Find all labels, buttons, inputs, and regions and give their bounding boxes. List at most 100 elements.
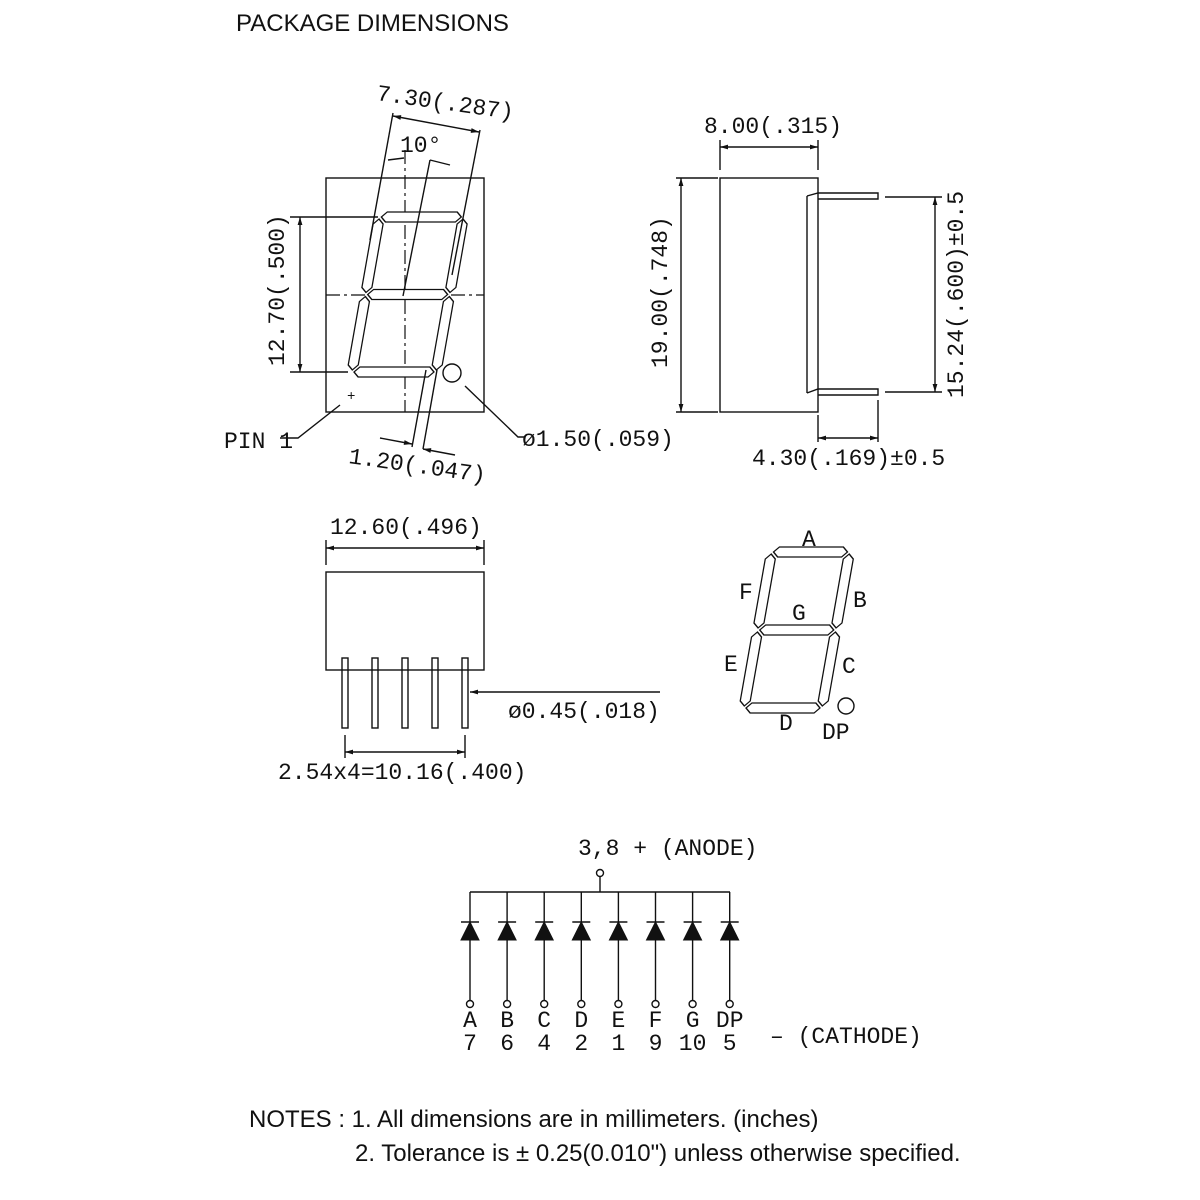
cathode-segment-label: B [500, 1008, 514, 1034]
height-label: 19.00(.748) [648, 216, 674, 368]
segment-a [380, 211, 463, 223]
cathode-label: – (CATHODE) [770, 1024, 922, 1050]
cathode-pin-number: 10 [679, 1031, 707, 1057]
diode-icon [608, 920, 629, 941]
side-body-outline [719, 177, 819, 413]
slant-angle-label: 10° [400, 133, 441, 159]
bottom-pins [341, 657, 469, 729]
segment-f [753, 553, 776, 629]
front-digit [347, 211, 468, 378]
diode-icon [497, 920, 517, 941]
cathode-terminal [540, 999, 549, 1009]
cathode-segment-label: D [574, 1008, 588, 1034]
cathode-terminal [614, 999, 623, 1009]
side-top-pin [806, 192, 879, 200]
diode-b: B6 [497, 892, 517, 1057]
depth-label: 8.00(.315) [704, 114, 842, 140]
cathode-pin-number: 1 [611, 1031, 625, 1057]
bottom-body-outline [325, 571, 485, 671]
cathode-terminal [688, 999, 697, 1009]
pin1-mark: + [347, 389, 355, 405]
segment-c [817, 631, 841, 707]
segment-label-b: B [853, 588, 867, 614]
dp-leader [464, 385, 524, 438]
cathode-pin-number: 5 [723, 1031, 737, 1057]
cathode-segment-label: C [537, 1008, 551, 1034]
segment-label-e: E [724, 652, 738, 678]
cathode-segment-label: A [463, 1008, 477, 1034]
segment-d [745, 702, 821, 714]
segment-label-d: D [779, 711, 793, 737]
diode-dp: DP5 [716, 892, 744, 1057]
diode-icon [534, 920, 555, 941]
segment-label-c: C [842, 654, 856, 680]
diode-d: D2 [571, 892, 592, 1057]
segment-b [831, 553, 854, 629]
diode-a: A7 [460, 892, 480, 1057]
segment-label-dp: DP [822, 720, 850, 746]
diode-c: C4 [534, 892, 555, 1057]
diode-g: G10 [679, 892, 707, 1057]
segment-label-g: G [792, 601, 806, 627]
segment-a [772, 546, 849, 558]
cathode-pin-number: 9 [649, 1031, 663, 1057]
digit-height-label: 12.70(.500) [265, 214, 291, 366]
diode-icon [460, 920, 480, 941]
side-bottom-pin [806, 388, 879, 396]
segment-dp-circle [837, 697, 855, 715]
anode-terminal [595, 868, 605, 878]
segment-width-label: 1.20(.047) [347, 444, 487, 489]
segment-digit [739, 546, 854, 714]
digit-width-label: 7.30(.287) [375, 81, 515, 126]
segment-e [347, 295, 371, 371]
bottom-pin [401, 657, 409, 729]
note-2: 2. Tolerance is ± 0.25(0.010") unless ot… [355, 1140, 961, 1167]
cathode-pin-number: 2 [574, 1031, 588, 1057]
circuit-diagram: 3,8 + (ANODE) – (CATHODE) A7B6C4D2E1F9G1… [460, 836, 922, 1057]
segment-d [353, 366, 435, 378]
diode-f: F9 [645, 892, 666, 1057]
note-1: NOTES : 1. All dimensions are in millime… [249, 1106, 819, 1133]
cathode-terminal [725, 999, 734, 1009]
front-view: 12.70(.500) 7.30(.287) 10° 1.20(.047) ø1… [224, 81, 674, 489]
cathode-pin-number: 7 [463, 1031, 477, 1057]
pin-pitch-label: 2.54x4=10.16(.400) [278, 760, 526, 786]
dp-diameter-label: ø1.50(.059) [522, 427, 674, 453]
cathode-terminal [577, 999, 586, 1009]
pin1-label: PIN 1 [224, 429, 293, 455]
anode-label: 3,8 + (ANODE) [578, 836, 757, 862]
bottom-pin [371, 657, 379, 729]
cathode-terminal [502, 999, 512, 1009]
digit-width-dimension [392, 115, 480, 133]
cathode-terminal [465, 999, 475, 1009]
cathode-segment-label: F [649, 1008, 663, 1034]
side-view: 8.00(.315) 19.00(.748) 15.24(.600)±0.5 4… [648, 114, 970, 472]
diode-e: E1 [608, 892, 629, 1057]
cathode-segment-label: G [686, 1008, 700, 1034]
bottom-pin [341, 657, 349, 729]
segment-b [445, 218, 468, 294]
cathode-pin-number: 4 [537, 1031, 551, 1057]
width-label: 12.60(.496) [330, 515, 482, 541]
segment-label-a: A [802, 527, 816, 553]
cathode-terminal [651, 999, 660, 1009]
pin1-leader [280, 404, 341, 439]
diode-icon [571, 920, 592, 941]
bottom-pin [431, 657, 439, 729]
pin-diameter-label: ø0.45(.018) [508, 699, 660, 725]
segment-g [758, 624, 835, 636]
cathode-pin-number: 6 [500, 1031, 514, 1057]
diode-icon [682, 920, 703, 941]
pin-row-spacing-label: 15.24(.600)±0.5 [944, 191, 970, 398]
segment-e [739, 631, 763, 707]
bottom-pin [461, 657, 469, 729]
decimal-point-circle [442, 363, 462, 383]
diode-icon [645, 920, 666, 941]
bottom-view: 12.60(.496) ø0.45(.018) 2.54x4=10.16(.40… [278, 515, 660, 786]
segment-label-f: F [739, 580, 753, 606]
cathode-segment-label: E [611, 1008, 625, 1034]
segment-diagram: A B C D E F G DP [724, 527, 867, 746]
cathode-segment-label: DP [716, 1008, 744, 1034]
pin-length-label: 4.30(.169)±0.5 [752, 446, 945, 472]
